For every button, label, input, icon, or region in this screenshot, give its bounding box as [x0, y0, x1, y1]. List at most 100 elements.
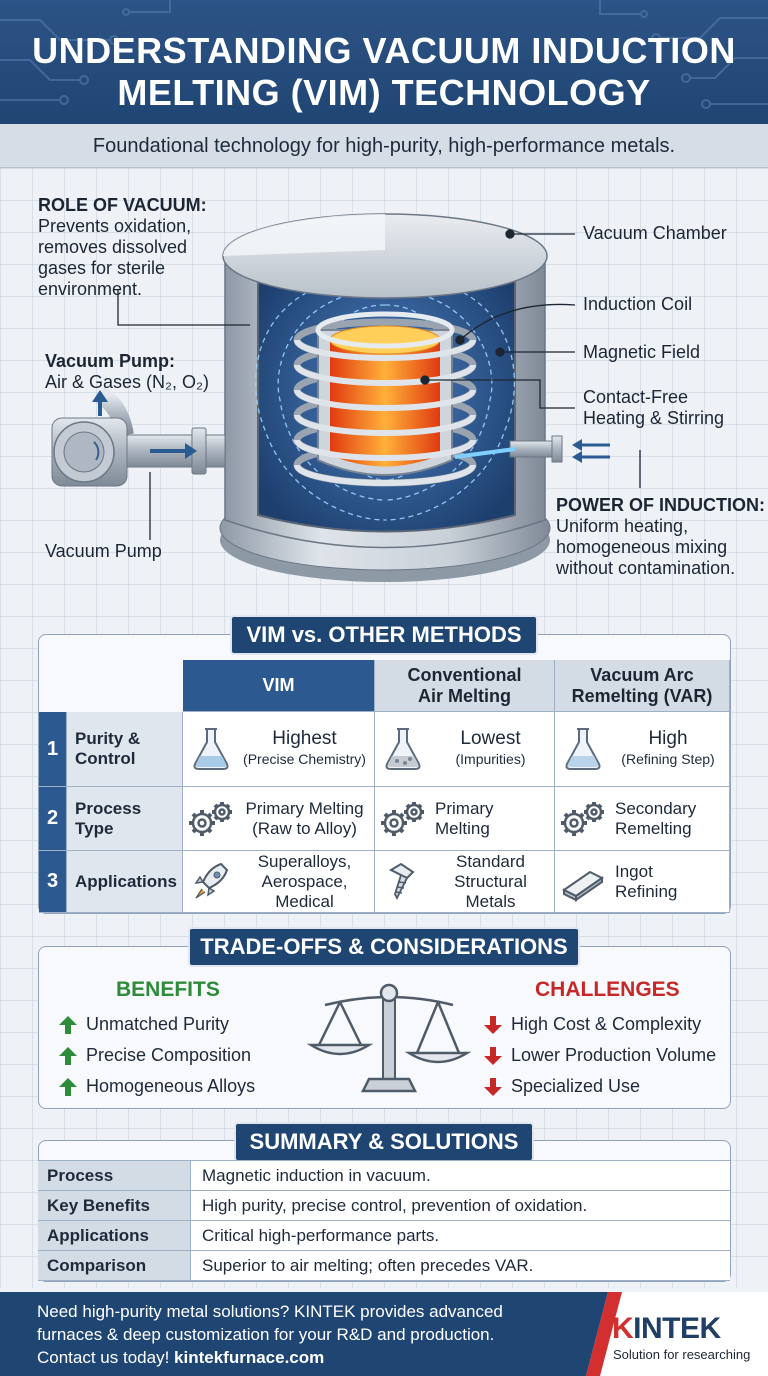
summary-key: Comparison — [38, 1251, 191, 1280]
logo-wordmark: INTEK — [633, 1312, 721, 1345]
col-header-vim: VIM — [183, 660, 375, 712]
role-line: gases for sterile — [38, 258, 166, 278]
challenge-text: Lower Production Volume — [511, 1045, 717, 1065]
website-link[interactable]: kintekfurnace.com — [174, 1348, 325, 1367]
kintek-logo[interactable]: KINTEK — [612, 1314, 721, 1344]
row-number: 2 — [39, 787, 67, 851]
footer-line: Need high-purity metal solutions? KINTEK… — [37, 1302, 503, 1321]
cell-sub: (Impurities) — [455, 751, 526, 767]
benefits-title: BENEFITS — [116, 978, 220, 1001]
row-number: 3 — [39, 851, 67, 913]
melt-surface — [329, 325, 441, 355]
col-header-text: Remelting (VAR) — [571, 685, 713, 706]
balance-scale-icon — [306, 983, 472, 1093]
header-banner: UNDERSTANDING VACUUM INDUCTION MELTING (… — [0, 0, 768, 124]
row-label-text: Process Type — [75, 798, 142, 838]
title-line-1: UNDERSTANDING VACUUM INDUCTION — [32, 30, 736, 71]
cell-main: Ingot — [615, 861, 653, 881]
pump-gases-label: Vacuum Pump: Air & Gases (N₂, O₂) — [45, 351, 225, 393]
challenge-text: High Cost & Complexity — [511, 1014, 702, 1034]
magnetic-field-lines — [254, 274, 516, 521]
cell-sub: (Precise Chemistry) — [243, 751, 366, 767]
role-line: Prevents oxidation, — [38, 216, 192, 236]
cell-main: Secondary — [615, 798, 697, 818]
flask-icon — [183, 724, 239, 774]
challenge-item: High Cost & Complexity — [483, 1009, 716, 1040]
challenges-list: High Cost & Complexity Lower Production … — [483, 1009, 716, 1102]
benefit-text: Precise Composition — [86, 1045, 252, 1065]
summary-value: Critical high-performance parts. — [191, 1221, 730, 1250]
cell-sub: Aerospace, Medical — [261, 871, 348, 911]
vacuum-pump-label: Vacuum Pump — [45, 541, 162, 561]
challenges-title: CHALLENGES — [535, 978, 680, 1001]
row-label-purity: Purity &Control — [67, 712, 183, 787]
title-line-2: MELTING (VIM) TECHNOLOGY — [117, 72, 651, 113]
footer-text: Need high-purity metal solutions? KINTEK… — [37, 1300, 557, 1369]
cell-main: Standard — [456, 851, 525, 871]
role-line: environment. — [38, 279, 143, 299]
cell-sub: (Raw to Alloy) — [252, 818, 357, 838]
cell-vim-applications: Superalloys,Aerospace, Medical — [183, 851, 375, 913]
col-header-text: Vacuum Arc — [590, 664, 694, 685]
benefit-item: Homogeneous Alloys — [58, 1071, 255, 1102]
gears-icon — [375, 794, 431, 844]
brand-panel — [586, 1292, 768, 1376]
row-label-text: Control — [75, 749, 136, 768]
heating-line-1: Contact-Free — [583, 387, 689, 407]
arrow-up-icon — [59, 1077, 77, 1096]
col-header-text: Conventional — [407, 664, 522, 685]
brand-tagline: Solution for researching — [613, 1347, 751, 1362]
rocket-icon — [183, 857, 239, 907]
role-title: ROLE OF VACUUM: — [38, 195, 207, 215]
footer-line: furnaces & deep customization for your R… — [37, 1325, 495, 1344]
cell-sub: (Refining Step) — [621, 751, 715, 767]
cell-sub: Structural Metals — [454, 871, 527, 911]
cell-main: Highest — [272, 728, 337, 749]
benefit-text: Unmatched Purity — [86, 1014, 230, 1034]
logo-letter-k: K — [612, 1312, 634, 1345]
benefit-item: Precise Composition — [58, 1040, 255, 1071]
power-title: POWER OF INDUCTION: — [556, 495, 765, 515]
cell-main: Lowest — [460, 728, 521, 749]
footer-line: Contact us today! — [37, 1348, 175, 1367]
row-label-text: Applications — [75, 871, 178, 891]
page-title: UNDERSTANDING VACUUM INDUCTION MELTING (… — [0, 30, 768, 114]
arrow-down-icon — [484, 1046, 502, 1065]
cell-sub: Melting — [435, 818, 490, 838]
comparison-title: VIM vs. OTHER METHODS — [230, 615, 538, 655]
magnetic-field-label: Magnetic Field — [583, 342, 701, 362]
challenge-item: Lower Production Volume — [483, 1040, 716, 1071]
cell-air-purity: Lowest (Impurities) — [375, 712, 555, 787]
benefits-list: Unmatched Purity Precise Composition Hom… — [58, 1009, 255, 1102]
row-number: 1 — [39, 712, 67, 787]
pump-gases: Air & Gases (N₂, O₂) — [45, 372, 209, 392]
arrow-up-icon — [59, 1046, 77, 1065]
power-of-induction-label: POWER OF INDUCTION: Uniform heating, hom… — [556, 495, 766, 579]
row-label-text: Purity & — [75, 729, 141, 748]
power-line: homogeneous mixing — [556, 537, 728, 557]
challenge-text: Specialized Use — [511, 1076, 641, 1096]
coil-front — [294, 339, 476, 486]
flask-icon — [555, 724, 611, 774]
gears-icon — [183, 794, 239, 844]
summary-title: SUMMARY & SOLUTIONS — [234, 1122, 534, 1162]
pump-title: Vacuum Pump: — [45, 351, 176, 371]
power-line: Uniform heating, — [556, 516, 689, 536]
gears-icon — [555, 794, 611, 844]
power-line: without contamination. — [556, 558, 736, 578]
arrow-up-icon — [59, 1015, 77, 1034]
flask-icon — [375, 724, 431, 774]
ingot-icon — [555, 857, 611, 907]
arrow-down-icon — [484, 1077, 502, 1096]
cell-vim-process: Primary Melting(Raw to Alloy) — [183, 787, 375, 851]
summary-key: Key Benefits — [38, 1191, 191, 1220]
